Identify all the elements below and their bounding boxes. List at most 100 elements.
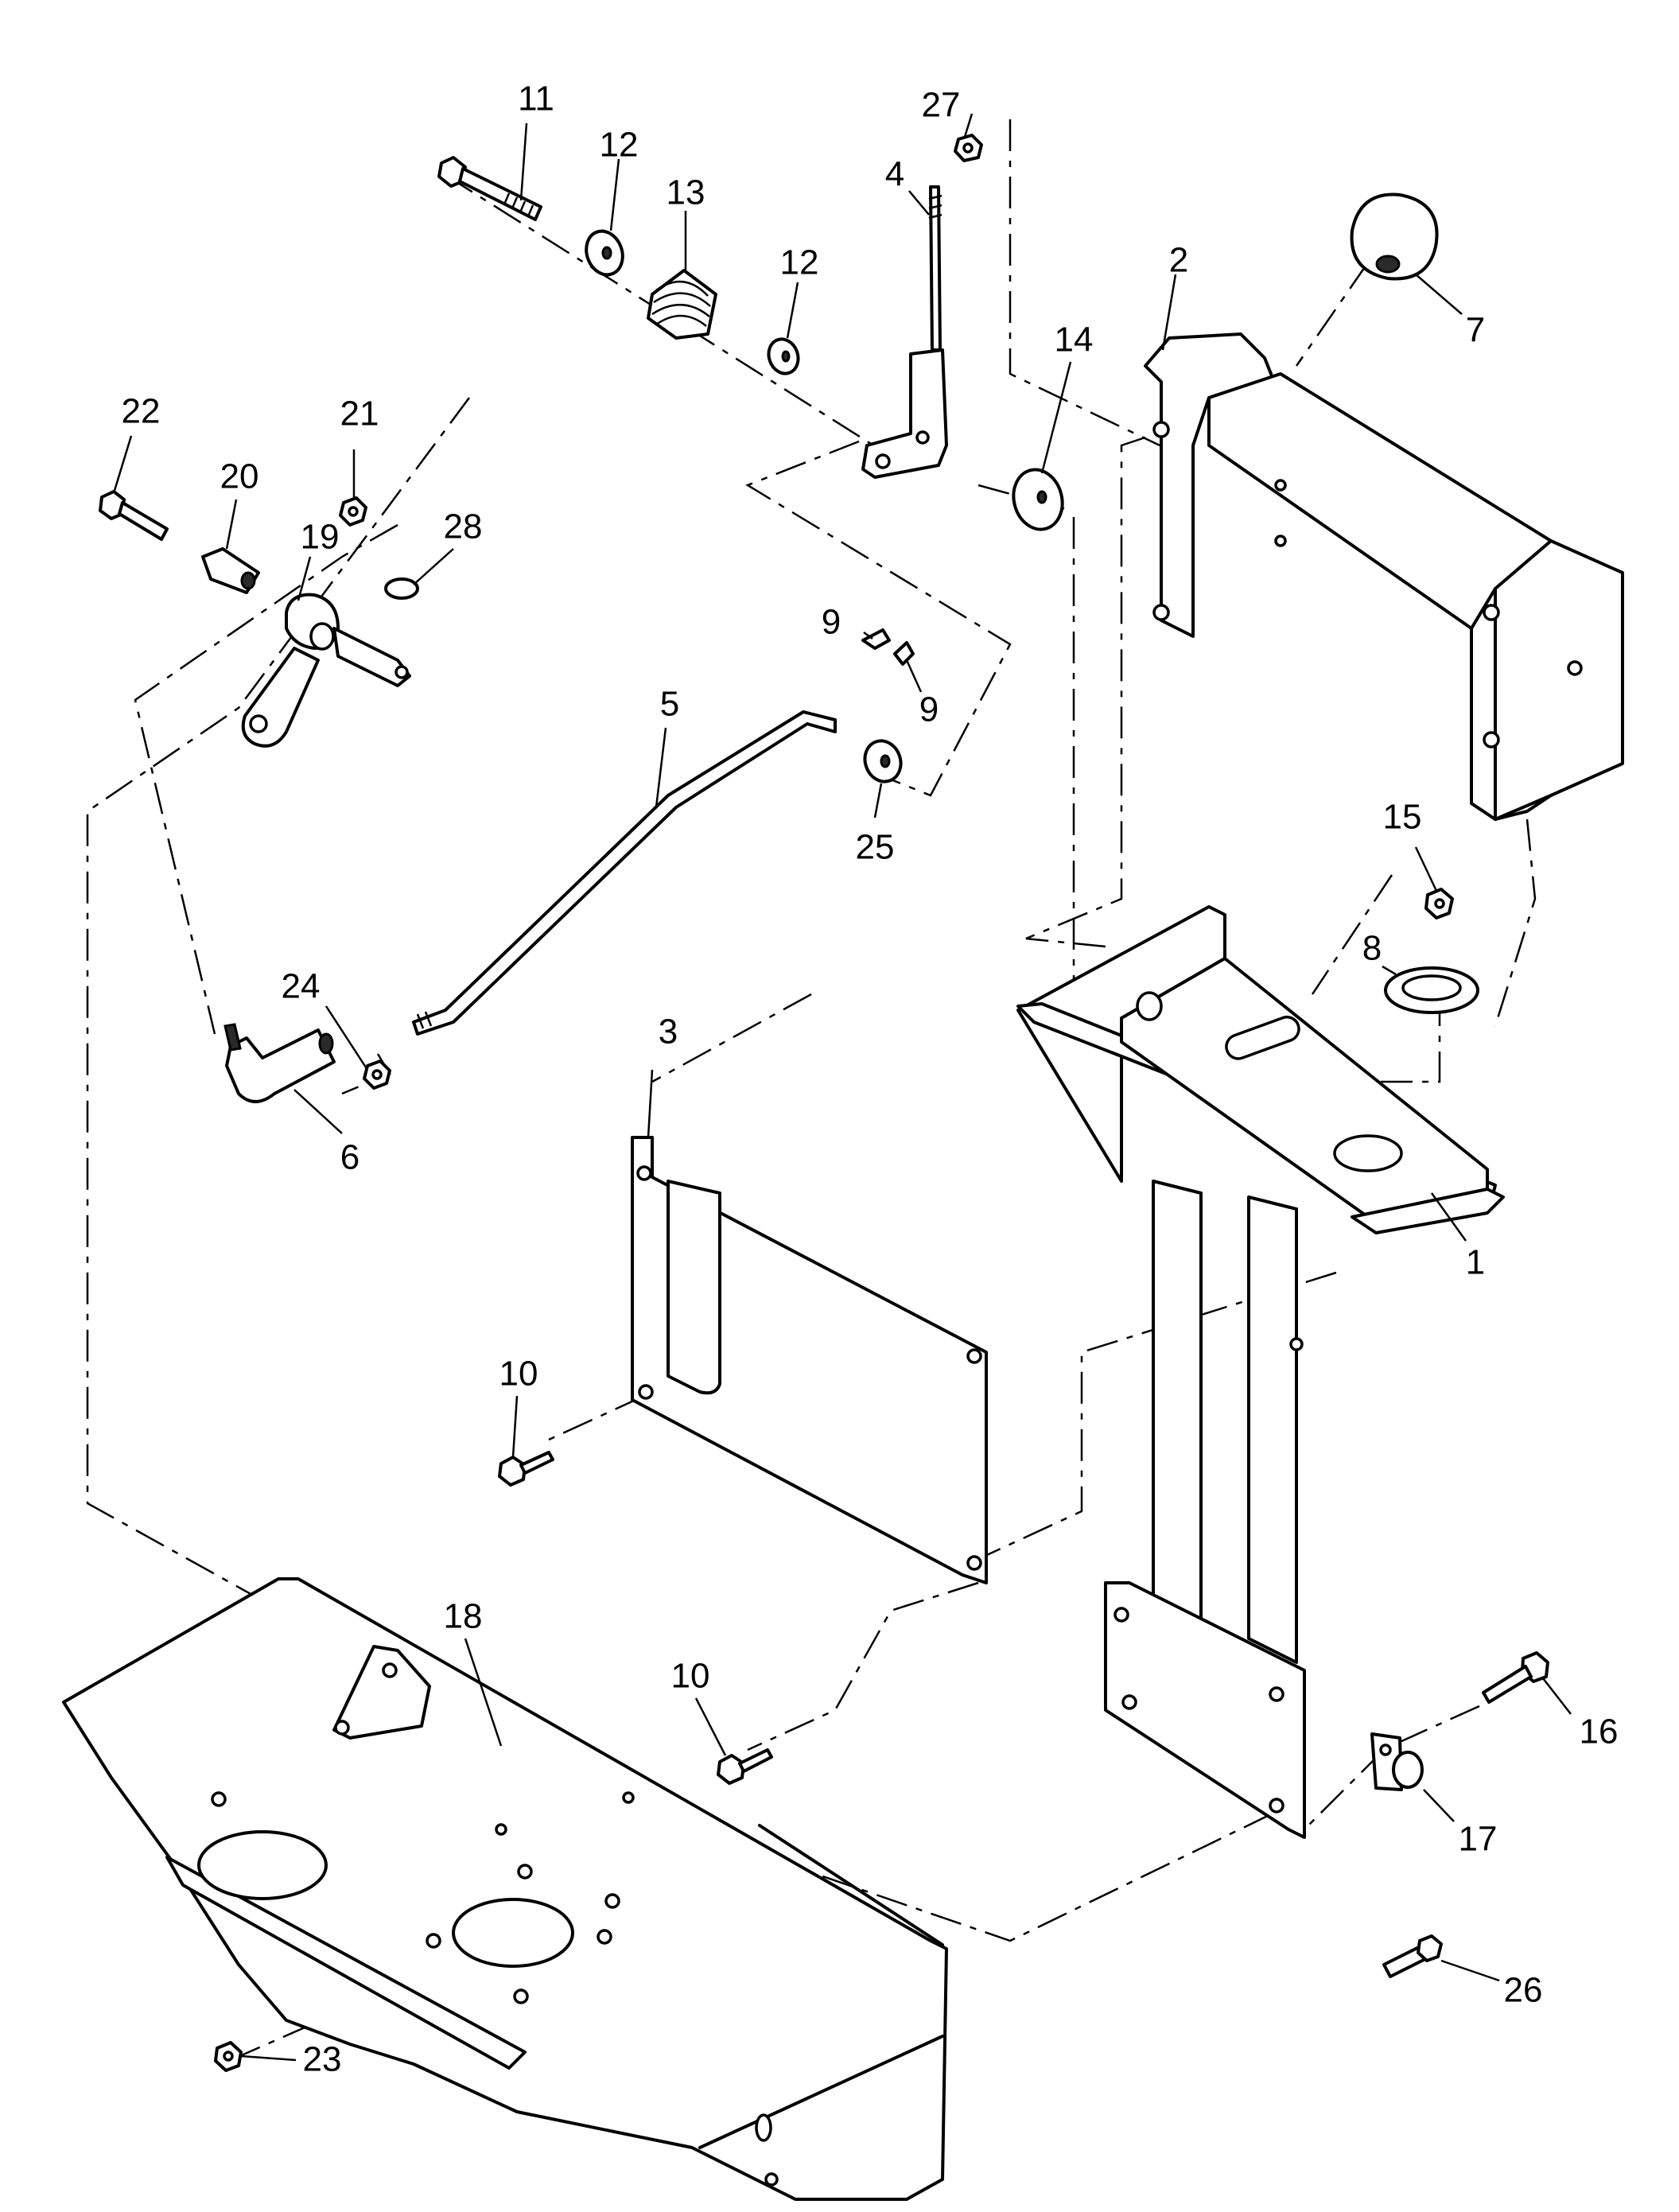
nut-bore bbox=[1434, 898, 1445, 909]
knob-body bbox=[1350, 192, 1439, 281]
nut-bore bbox=[962, 142, 974, 154]
leader-26 bbox=[1440, 1959, 1500, 1982]
bracket-hole bbox=[1483, 604, 1500, 621]
callout-24: 24 bbox=[282, 967, 321, 1006]
frame-hole bbox=[517, 1864, 533, 1880]
callout-14: 14 bbox=[1055, 321, 1094, 360]
assembly-line-8 bbox=[1352, 994, 1441, 1083]
bracket-hole bbox=[1567, 660, 1583, 676]
washer-bore bbox=[781, 350, 791, 363]
leader-20 bbox=[225, 499, 238, 550]
callout-5: 5 bbox=[660, 685, 679, 724]
leader-17 bbox=[1423, 1789, 1455, 1822]
bracket-hole bbox=[1121, 1694, 1137, 1710]
leader-23 bbox=[240, 2055, 297, 2062]
callout-16: 16 bbox=[1580, 1712, 1619, 1751]
part-2-upper-bracket bbox=[1144, 332, 1624, 821]
clamp-hole bbox=[1379, 1744, 1392, 1756]
lever-hole bbox=[915, 430, 930, 445]
plate-hole bbox=[638, 1384, 654, 1400]
rod-thread bbox=[416, 1011, 433, 1029]
pin-b bbox=[893, 641, 915, 666]
bolt-shank bbox=[458, 167, 542, 221]
frame-hole bbox=[604, 1893, 620, 1909]
bracket-hole bbox=[1483, 731, 1500, 748]
plate-hole bbox=[966, 1348, 982, 1364]
assembly-line-11-bracket bbox=[445, 173, 900, 463]
leader-lines bbox=[112, 113, 1572, 2062]
assembly-line-frame-bottom bbox=[755, 1812, 1273, 1942]
grommet-inner bbox=[1401, 974, 1462, 1001]
frame-edge bbox=[698, 2035, 944, 2149]
part-19-arm bbox=[241, 593, 411, 748]
part-1-main-bracket bbox=[1016, 905, 1505, 1839]
vehicle-frame bbox=[62, 1577, 948, 2201]
assembly-line-17-frame bbox=[1304, 1749, 1385, 1830]
frame-tab-hole bbox=[334, 1720, 350, 1736]
rod-end-body bbox=[225, 1028, 336, 1103]
rod-end-bore bbox=[318, 1032, 334, 1055]
part-9-pins bbox=[861, 628, 915, 666]
bushing-bore bbox=[240, 571, 256, 590]
bracket-hole bbox=[1274, 535, 1287, 547]
callout-9: 9 bbox=[822, 603, 841, 642]
callout-2: 2 bbox=[1169, 241, 1188, 280]
part-7-knob bbox=[1350, 192, 1439, 281]
arm-hub-bore bbox=[309, 622, 335, 651]
bracket-leg-left bbox=[1152, 1180, 1203, 1624]
bolt-shank bbox=[738, 1748, 773, 1773]
callout-1: 1 bbox=[1466, 1243, 1485, 1282]
lever-plate bbox=[861, 348, 948, 479]
washer-bore bbox=[601, 246, 612, 260]
part-20-bushing bbox=[201, 547, 260, 594]
pin-a bbox=[861, 628, 891, 650]
callout-9: 9 bbox=[919, 690, 939, 729]
callout-12: 12 bbox=[600, 126, 639, 165]
bracket-leg-right bbox=[1247, 1195, 1298, 1664]
frame-hole bbox=[495, 1823, 507, 1836]
leader-22 bbox=[112, 435, 133, 494]
part-8-grommet bbox=[1384, 966, 1479, 1014]
frame-hole bbox=[764, 2172, 779, 2187]
assembly-line-10-3 bbox=[548, 1394, 645, 1441]
leader-10a bbox=[511, 1395, 519, 1458]
bolt-shank bbox=[519, 1451, 554, 1475]
leader-4 bbox=[908, 190, 930, 216]
part-25-washer bbox=[863, 739, 903, 783]
bracket-boss bbox=[1136, 991, 1163, 1021]
frame-body bbox=[62, 1577, 948, 2201]
bracket-base-plate bbox=[1104, 1581, 1306, 1839]
part-21-nut bbox=[339, 496, 367, 527]
bolt-thread bbox=[503, 192, 534, 217]
leader-15 bbox=[1414, 846, 1438, 892]
leader-14 bbox=[1040, 361, 1072, 474]
part-27-nut bbox=[954, 134, 983, 162]
leader-12a bbox=[609, 158, 620, 231]
part-24-nut bbox=[363, 1059, 391, 1090]
bolt-head bbox=[498, 1456, 527, 1487]
leader-27 bbox=[963, 113, 974, 138]
callout-21: 21 bbox=[340, 395, 379, 433]
part-28-clip bbox=[384, 577, 419, 600]
callout-labels: 11 12 13 12 4 27 14 2 7 22 20 19 21 28 9… bbox=[122, 80, 1619, 2079]
callout-10: 10 bbox=[671, 1657, 710, 1696]
callout-7: 7 bbox=[1466, 311, 1485, 350]
part-6-rod-end bbox=[223, 1023, 336, 1103]
bracket-end-flange bbox=[1470, 587, 1497, 821]
callout-26: 26 bbox=[1504, 1971, 1543, 2010]
lever-rod bbox=[929, 185, 942, 352]
callout-20: 20 bbox=[220, 457, 259, 496]
bolt-head bbox=[717, 1754, 745, 1785]
leader-1 bbox=[1430, 1192, 1467, 1242]
washer-bore bbox=[880, 754, 891, 768]
bracket-hole bbox=[1152, 421, 1170, 438]
part-4-lever bbox=[861, 185, 948, 479]
frame-opening-left bbox=[197, 1830, 328, 1900]
bracket-round-hole bbox=[1333, 1134, 1403, 1172]
arm-pin bbox=[332, 627, 411, 687]
bracket-hole bbox=[1274, 479, 1287, 492]
part-15-nut bbox=[1424, 888, 1454, 919]
part-22-bolt bbox=[99, 490, 169, 541]
part-13-spring bbox=[647, 269, 717, 340]
